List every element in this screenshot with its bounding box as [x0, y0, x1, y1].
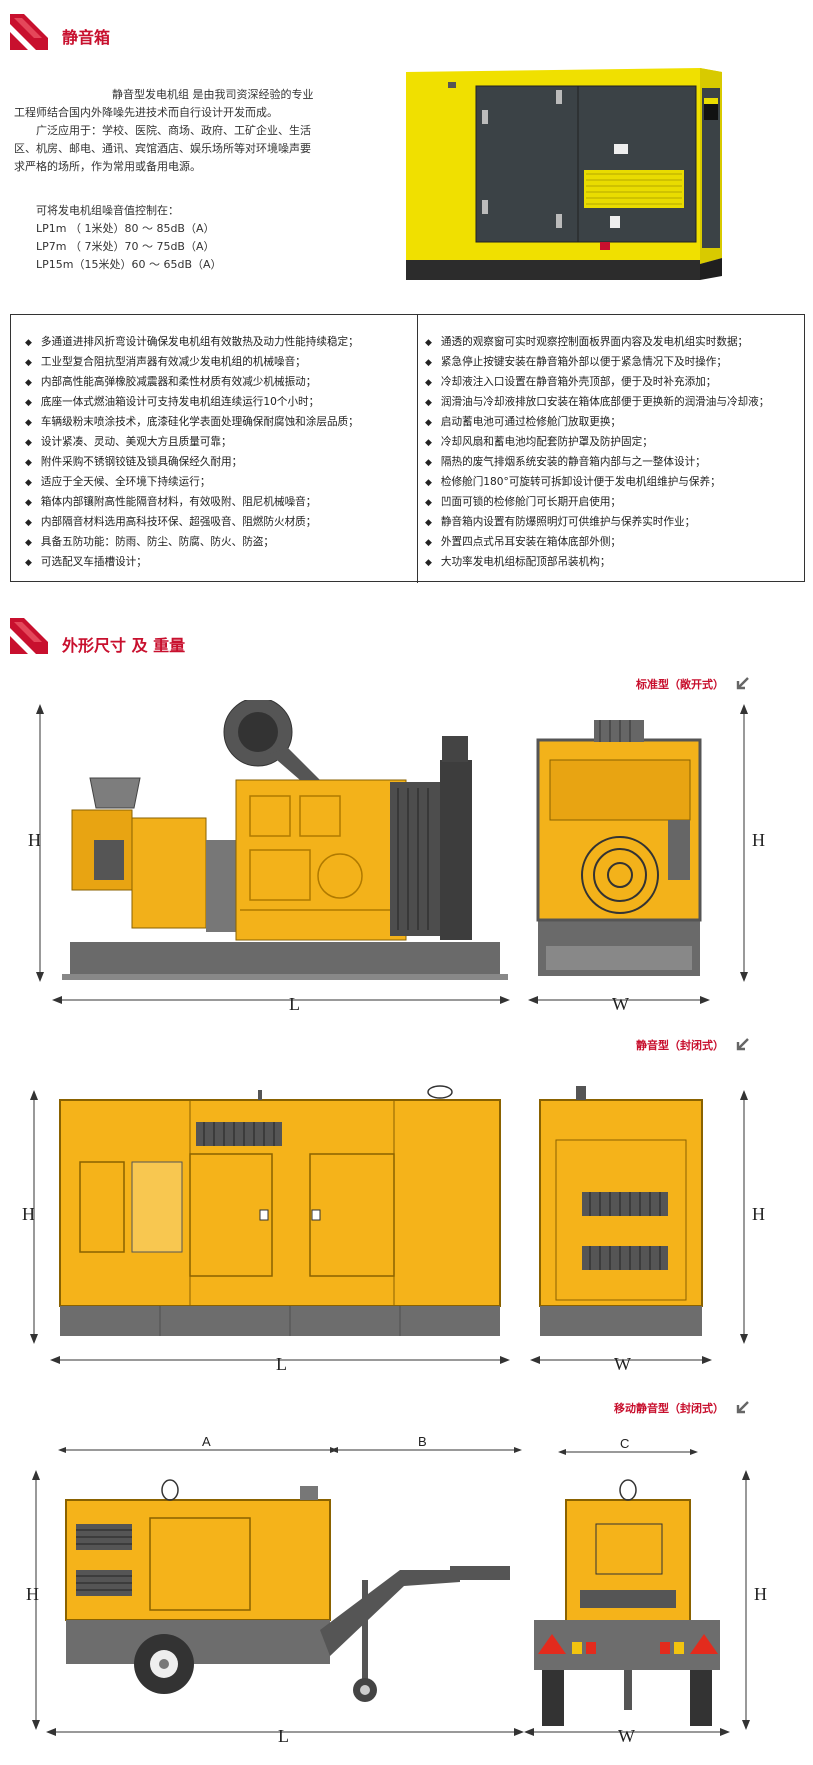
- down-left-arrow-icon: [736, 1401, 749, 1414]
- dim-h-label: H: [752, 1204, 765, 1224]
- standard-front-view: [536, 720, 702, 976]
- silent-front-view: [539, 1086, 703, 1336]
- noise-row: LP7m （ 7米处）70 ～ 75dB（A）: [36, 240, 215, 253]
- features-right-list: 通透的观察窗可实时观察控制面板界面内容及发电机组实时数据； 紧急停止按键安装在静…: [425, 333, 769, 573]
- dim-l-label: L: [276, 1354, 287, 1374]
- mobile-side-view: [65, 1479, 510, 1702]
- feature-item: 具备五防功能：防雨、防尘、防腐、防火、防盗；: [25, 533, 359, 553]
- dim-h2-label: H: [754, 1584, 767, 1604]
- type-label-mobile-silent: 移动静音型（封闭式）: [614, 1402, 724, 1415]
- dim-a-label: A: [202, 1434, 211, 1449]
- feature-item: 冷却风扇和蓄电池均配套防护罩及防护固定；: [425, 433, 769, 453]
- feature-item: 附件采购不锈钢铰链及锁具确保经久耐用；: [25, 453, 359, 473]
- noise-heading: 可将发电机组噪音值控制在：: [36, 204, 179, 217]
- feature-item: 工业型复合阻抗型消声器有效减少发电机组的机械噪音；: [25, 353, 359, 373]
- feature-item: 底座一体式燃油箱设计可支持发电机组连续运行10个小时；: [25, 393, 359, 413]
- down-left-arrow-icon: [736, 677, 749, 690]
- dim-l-label: L: [289, 994, 300, 1014]
- noise-spec: 可将发电机组噪音值控制在： LP1m （ 1米处）80 ～ 85dB（A） LP…: [36, 202, 222, 274]
- feature-item: 内部隔音材料选用高科技环保、超强吸音、阻燃防火材质；: [25, 513, 359, 533]
- silent-side-view: [59, 1085, 501, 1336]
- intro-line: 区、机房、邮电、通讯、宾馆酒店、娱乐场所等对环境噪声要: [14, 142, 311, 155]
- type-label-silent: 静音型（封闭式）: [636, 1039, 724, 1052]
- feature-item: 大功率发电机组标配顶部吊装机构；: [425, 553, 769, 573]
- feature-item: 设计紧凑、灵动、美观大方且质量可靠；: [25, 433, 359, 453]
- section-title-dimensions: 外形尺寸 及 重量: [62, 636, 186, 655]
- feature-item: 外置四点式吊耳安装在箱体底部外侧；: [425, 533, 769, 553]
- intro-line: 静音型发电机组 是由我司资深经验的专业: [112, 88, 314, 101]
- feature-item: 润滑油与冷却液排放口安装在箱体底部便于更换新的润滑油与冷却液；: [425, 393, 769, 413]
- standard-generator-drawing: [36, 700, 748, 1004]
- feature-item: 车辆级粉末喷涂技术，底漆硅化学表面处理确保耐腐蚀和涂层品质；: [25, 413, 359, 433]
- feature-item: 冷却液注入口设置在静音箱外壳顶部，便于及时补充添加；: [425, 373, 769, 393]
- feature-item: 通透的观察窗可实时观察控制面板界面内容及发电机组实时数据；: [425, 333, 769, 353]
- dim-h-label: H: [22, 1204, 35, 1224]
- dim-w-label: W: [618, 1726, 635, 1746]
- feature-item: 检修舱门180°可旋转可拆卸设计便于发电机组维护与保养；: [425, 473, 769, 493]
- intro-line: 工程师结合国内外降噪先进技术而自行设计开发而成。: [14, 106, 278, 119]
- intro-line: 求严格的场所，作为常用或备用电源。: [14, 160, 201, 173]
- silent-generator-drawing: H L W H: [22, 1085, 765, 1374]
- feature-item: 静音箱内设置有防爆照明灯可供维护与保养实时作业；: [425, 513, 769, 533]
- dim-h-label: H: [26, 1584, 39, 1604]
- section-title-silent-box: 静音箱: [62, 28, 111, 47]
- red-arrow-icon: [10, 618, 48, 654]
- feature-item: 内部高性能高弹橡胶减震器和柔性材质有效减少机械振动；: [25, 373, 359, 393]
- down-left-arrow-icon: [736, 1038, 749, 1051]
- mobile-front-view: [534, 1479, 720, 1726]
- dim-w-label: W: [614, 1354, 631, 1374]
- noise-row: LP15m（15米处）60 ～ 65dB（A）: [36, 258, 222, 271]
- silent-generator-image: [406, 68, 722, 280]
- feature-item: 紧急停止按键安装在静音箱外部以便于紧急情况下及时操作；: [425, 353, 769, 373]
- mobile-generator-drawing: A B C H L W H: [26, 1434, 767, 1746]
- dim-b-label: B: [418, 1434, 427, 1449]
- features-left-list: 多通道进排风折弯设计确保发电机组有效散热及动力性能持续稳定； 工业型复合阻抗型消…: [25, 333, 359, 573]
- features-divider: [417, 315, 418, 583]
- feature-item: 多通道进排风折弯设计确保发电机组有效散热及动力性能持续稳定；: [25, 333, 359, 353]
- dim-w-label: W: [612, 994, 629, 1014]
- noise-row: LP1m （ 1米处）80 ～ 85dB（A）: [36, 222, 215, 235]
- intro-line: 广泛应用于：学校、医院、商场、政府、工矿企业、生活: [36, 124, 311, 137]
- intro-text: 静音型发电机组 是由我司资深经验的专业 工程师结合国内外降噪先进技术而自行设计开…: [14, 86, 344, 176]
- dim-l-label: L: [278, 1726, 289, 1746]
- feature-item: 箱体内部镶附高性能隔音材料，有效吸附、阻尼机械噪音；: [25, 493, 359, 513]
- standard-side-view: [62, 700, 508, 980]
- feature-item: 凹面可锁的检修舱门可长期开启使用；: [425, 493, 769, 513]
- feature-item: 可选配叉车插槽设计；: [25, 553, 359, 573]
- type-label-standard: 标准型（敞开式）: [636, 678, 724, 691]
- feature-item: 适应于全天候、全环境下持续运行；: [25, 473, 359, 493]
- red-arrow-icon: [10, 14, 48, 50]
- dim-h-label: H: [752, 830, 765, 850]
- standard-dimension-labels: H L W H: [28, 830, 765, 1014]
- features-box: 多通道进排风折弯设计确保发电机组有效散热及动力性能持续稳定； 工业型复合阻抗型消…: [10, 314, 805, 583]
- dim-c-label: C: [620, 1436, 629, 1451]
- dim-h-label: H: [28, 830, 41, 850]
- feature-item: 隔热的废气排烟系统安装的静音箱内部与之一整体设计；: [425, 453, 769, 473]
- feature-item: 启动蓄电池可通过检修舱门放取更换；: [425, 413, 769, 433]
